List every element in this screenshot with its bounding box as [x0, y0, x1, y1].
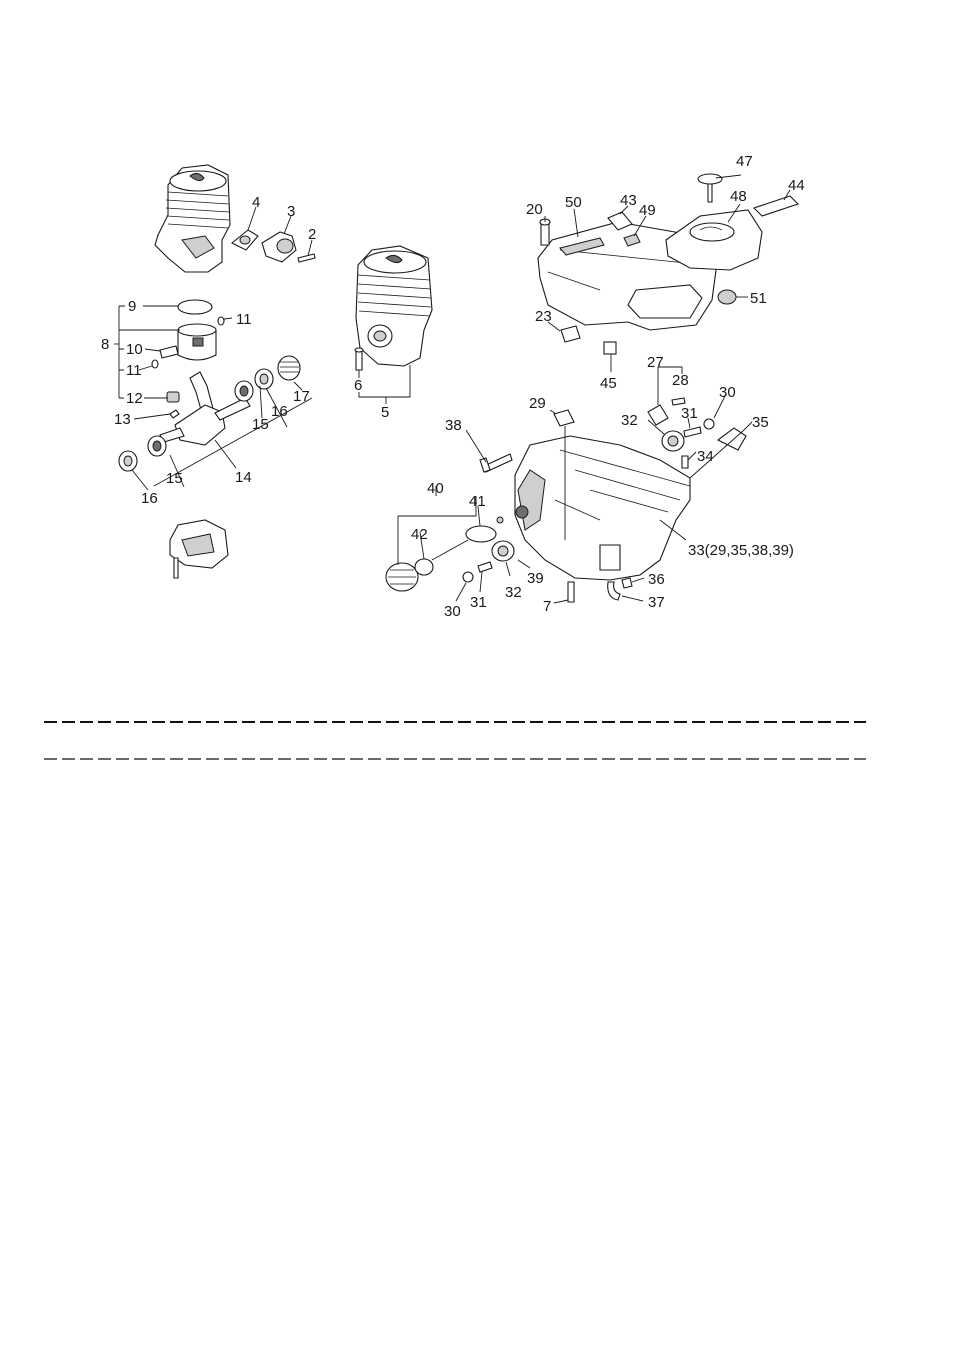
- callout-36: 36: [648, 571, 665, 588]
- callout-13: 13: [114, 411, 131, 428]
- callout-11-lower: 11: [126, 362, 142, 379]
- av-buffer-32-left: [492, 541, 514, 561]
- needle-bearing-12: [167, 392, 179, 402]
- hose-37: [608, 582, 620, 600]
- callout-7: 7: [543, 598, 551, 615]
- callout-41: 41: [469, 493, 486, 510]
- decal-23: [561, 326, 580, 342]
- callout-37: 37: [648, 594, 665, 611]
- o-ring-42: [415, 559, 433, 575]
- plate-35: [718, 428, 746, 450]
- oil-seal-16-left: [119, 451, 137, 471]
- piston-ring-9: [178, 300, 212, 314]
- decal-44: [754, 196, 798, 216]
- screw-20: [540, 219, 550, 245]
- oil-seal-16-right: [255, 369, 273, 389]
- callout-10: 10: [126, 341, 143, 358]
- av-buffer-32-right: [662, 431, 684, 451]
- crankshaft-14: [160, 372, 250, 445]
- callout-9: 9: [128, 298, 136, 315]
- screw-31-right: [684, 427, 701, 437]
- grommet-39: [497, 517, 503, 523]
- callout-39: 39: [527, 570, 544, 587]
- cylinder-5: [356, 246, 432, 366]
- callout-15-left: 15: [166, 470, 183, 487]
- callout-28: 28: [672, 372, 689, 389]
- callout-23: 23: [535, 308, 552, 325]
- key-13: [170, 410, 179, 418]
- callout-20: 20: [526, 201, 543, 218]
- callout-31-left: 31: [470, 594, 487, 611]
- circlip-11-upper: [218, 317, 224, 325]
- callout-44: 44: [788, 177, 805, 194]
- bearing-15-left: [148, 436, 166, 456]
- callout-5: 5: [381, 404, 389, 421]
- callout-16-left: 16: [141, 490, 158, 507]
- callout-45: 45: [600, 375, 617, 392]
- callout-43: 43: [620, 192, 637, 209]
- oil-filter-41: [432, 526, 496, 560]
- crankcase-cap: [170, 520, 228, 578]
- circlip-11-lower: [152, 360, 158, 368]
- screw-31-left: [478, 562, 492, 572]
- screw-34: [682, 456, 688, 468]
- callout-27: 27: [647, 354, 664, 371]
- callout-30-right: 30: [719, 384, 736, 401]
- gasket-4: [232, 230, 258, 250]
- callout-16-right: 16: [271, 403, 288, 420]
- washer-30-right: [704, 419, 714, 429]
- callout-31-right: 31: [681, 405, 698, 422]
- callout-34: 34: [697, 448, 714, 465]
- callout-11-upper: 11: [236, 311, 252, 328]
- stud-38: [480, 454, 512, 472]
- washer-30-left: [463, 572, 473, 582]
- grommet-51: [718, 290, 736, 304]
- callout-40: 40: [427, 480, 444, 497]
- callout-14: 14: [235, 469, 252, 486]
- callout-12: 12: [126, 390, 143, 407]
- oil-cap-40: [386, 563, 418, 591]
- bearing-15-right: [235, 381, 253, 401]
- bolt-6: [355, 348, 363, 370]
- callout-17: 17: [293, 388, 310, 405]
- callout-32-left: 32: [505, 584, 522, 601]
- callout-15-right: 15: [252, 416, 269, 433]
- callout-47: 47: [736, 153, 753, 170]
- crankcase-33: [515, 436, 690, 580]
- callout-30-left: 30: [444, 603, 461, 620]
- callout-33: 33(29,35,38,39): [688, 542, 794, 559]
- cylinder-top-left: [155, 165, 230, 272]
- piston-8: [178, 324, 216, 360]
- piston-pin-10: [160, 346, 178, 358]
- knob-47: [698, 174, 722, 202]
- decal-45: [604, 342, 616, 354]
- callout-8: 8: [101, 336, 109, 353]
- decal-29: [554, 410, 574, 426]
- callout-38: 38: [445, 417, 462, 434]
- callout-4: 4: [252, 194, 260, 211]
- callout-35: 35: [752, 414, 769, 431]
- callout-50: 50: [565, 194, 582, 211]
- callout-49: 49: [639, 202, 656, 219]
- av-buffer-27-right: [648, 405, 668, 425]
- callout-32-right: 32: [621, 412, 638, 429]
- intake-3: [262, 232, 296, 262]
- callout-42: 42: [411, 526, 428, 543]
- bearing-17: [278, 356, 300, 380]
- dashed-separators: [44, 722, 866, 759]
- clip-36: [622, 578, 632, 588]
- callout-51: 51: [750, 290, 767, 307]
- air-filter-cover-48: [666, 210, 762, 270]
- callout-3: 3: [287, 203, 295, 220]
- bolt-7: [568, 582, 574, 602]
- screw-28: [672, 398, 685, 405]
- callout-29: 29: [529, 395, 546, 412]
- screw-2: [298, 254, 315, 262]
- callout-48: 48: [730, 188, 747, 205]
- callout-6: 6: [354, 377, 362, 394]
- callout-2: 2: [308, 226, 316, 243]
